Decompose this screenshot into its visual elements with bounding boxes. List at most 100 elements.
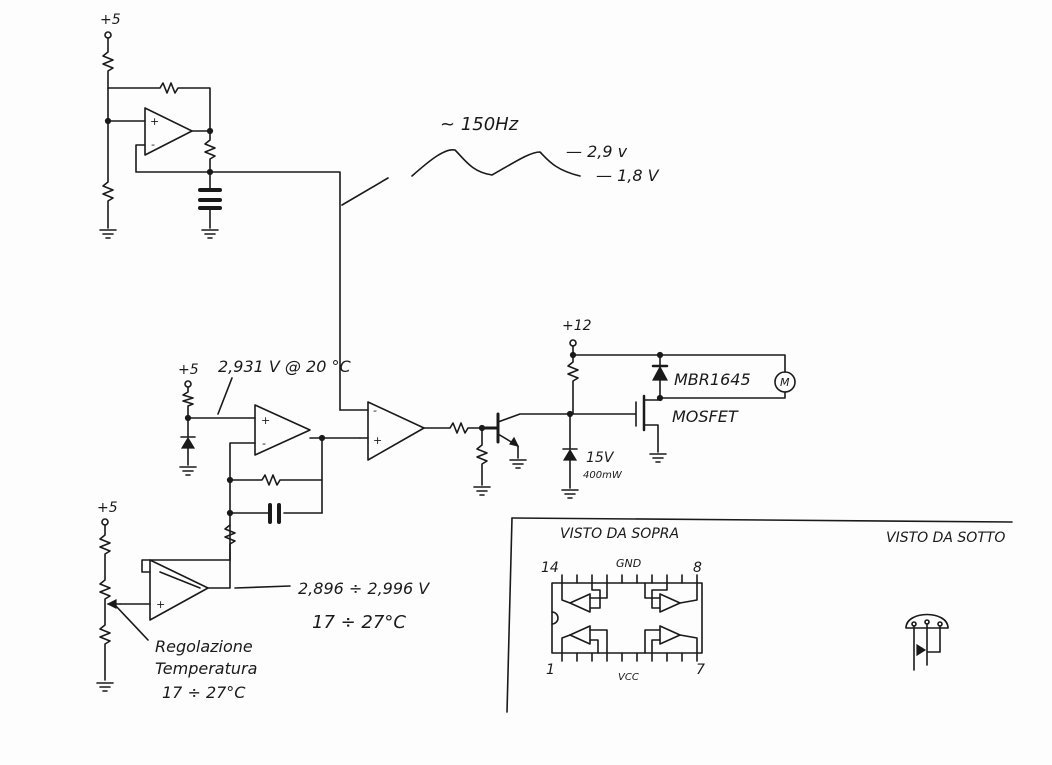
diode-part-label: MBR1645 xyxy=(674,370,751,389)
pinout-divider-left xyxy=(506,517,513,713)
triangle-wave xyxy=(411,149,581,177)
visto-sotto-label: VISTO DA SOTTO xyxy=(886,530,1005,546)
pulldown-resistor xyxy=(476,427,488,486)
resistor-top xyxy=(102,37,114,89)
zener-gate xyxy=(562,448,578,461)
resistor-ref xyxy=(182,386,194,419)
feedback-resistor xyxy=(229,474,323,486)
ground-symbol-7 xyxy=(561,489,579,499)
oscillator-output-wire xyxy=(209,171,341,411)
range-pointer xyxy=(234,585,291,589)
range-temp-label: 17 ÷ 27°C xyxy=(312,612,406,633)
transistor-emitter xyxy=(497,433,519,459)
waveform-annotation: ~ 150Hz — 2,9 v — 1,8 V xyxy=(341,114,660,206)
minus-feedback-wire xyxy=(135,144,211,173)
ground-symbol-8 xyxy=(649,453,667,463)
to92-package xyxy=(905,613,949,629)
ic-bottom-pins xyxy=(561,652,698,662)
transistor-base xyxy=(480,412,500,444)
zener-voltage-label: 15V xyxy=(586,450,615,466)
resistor-input xyxy=(224,524,236,561)
ic-wiring-2 xyxy=(644,582,698,609)
opamp1-plus: + xyxy=(150,115,159,128)
ic-wiring-3 xyxy=(561,629,608,654)
ground-symbol-6 xyxy=(509,459,527,469)
reg-pointer xyxy=(114,604,149,641)
voltage-low-label: — 1,8 V xyxy=(596,166,660,185)
opamp-buffer xyxy=(149,559,209,621)
mosfet-label: MOSFET xyxy=(672,407,739,426)
pot-wiper-arrow xyxy=(106,599,117,609)
frequency-label: ~ 150Hz xyxy=(440,114,519,135)
opamp2-minus: - xyxy=(262,437,266,450)
pin1-label: 1 xyxy=(546,662,555,678)
wire-12-to-motor xyxy=(572,354,786,373)
pin7-label: 7 xyxy=(696,662,705,678)
opamp-pwm xyxy=(367,401,425,461)
buffer-feedback xyxy=(141,559,231,589)
emitter-arrow xyxy=(509,436,520,447)
opamp3-plus: + xyxy=(156,598,165,611)
potentiometer xyxy=(99,524,111,681)
supply-plus12-label: +12 xyxy=(562,318,592,334)
opamp-oscillator xyxy=(144,107,193,156)
ic-notch xyxy=(551,611,559,625)
ground-symbol-3 xyxy=(179,466,197,476)
feedback-resistor-top xyxy=(107,82,211,131)
zener-ref xyxy=(180,436,196,449)
ic-opamp-4 xyxy=(659,625,681,645)
buffer-inner-line xyxy=(159,571,201,589)
ic-opamp-1 xyxy=(569,593,591,613)
mosfet-gate xyxy=(569,401,637,427)
opamp1-minus: - xyxy=(151,138,155,151)
gate-pullup-resistor xyxy=(567,354,579,415)
supply-plus5-mid-label: +5 xyxy=(178,362,199,378)
ic-wiring-4 xyxy=(644,629,698,654)
supply-terminal-top xyxy=(104,31,112,39)
resistor-rc xyxy=(204,130,216,173)
opamp4-minus: - xyxy=(373,404,377,417)
reference-voltage-label: 2,931 V @ 20 °C xyxy=(218,357,351,376)
transistor-collector xyxy=(497,413,571,423)
zener-power-label: 400mW xyxy=(583,470,623,481)
ic-wiring-1 xyxy=(561,582,608,609)
ic-opamp-2 xyxy=(659,593,681,613)
voltage-high-label: — 2,9 v xyxy=(566,142,628,161)
temperature-section: +5 + 2,896 ÷ 2,996 V 17 ÷ 27°C Regolazio… xyxy=(96,500,430,702)
supply-plus5-low-label: +5 xyxy=(97,500,118,516)
supply-plus5-top-label: +5 xyxy=(100,12,121,28)
ic-package xyxy=(551,582,703,654)
opamp-comparator xyxy=(254,404,311,456)
ground-symbol-5 xyxy=(473,486,491,496)
to92-leads xyxy=(913,623,941,671)
oscillator-section: +5 + - xyxy=(99,12,341,411)
ic-top-pins xyxy=(561,574,698,584)
mosfet-leads xyxy=(643,397,659,453)
motor-label: M xyxy=(780,376,790,389)
pin14-label: 14 xyxy=(541,560,559,576)
supply-terminal-mid xyxy=(184,380,192,388)
opamp2-plus: + xyxy=(261,414,270,427)
pinout-divider-top xyxy=(511,517,1013,523)
feedback-capacitor xyxy=(268,503,281,524)
opamp4-plus: + xyxy=(373,434,382,447)
ref-pointer xyxy=(217,377,233,415)
ic-opamp-3 xyxy=(569,625,591,645)
visto-sopra-label: VISTO DA SOPRA xyxy=(560,526,679,542)
schottky-diode xyxy=(651,365,669,381)
supply-terminal-12 xyxy=(569,339,577,347)
ground-symbol-4 xyxy=(96,682,114,692)
pin8-label: 8 xyxy=(693,560,702,576)
ground-symbol-1 xyxy=(99,229,117,239)
driver-section: - + +12 15V 400mW M MBR1645 xyxy=(339,318,796,499)
gnd-label: GND xyxy=(616,557,641,570)
to92-arrow xyxy=(916,643,927,657)
wire-motor-to-drain xyxy=(657,391,786,399)
opamp2-minus-wire xyxy=(229,442,256,561)
vcc-label: VCC xyxy=(618,672,639,683)
resistor-bottom xyxy=(102,87,114,229)
waveform-pointer xyxy=(341,177,389,206)
pinout-section: VISTO DA SOPRA VISTO DA SOTTO 14 GND 8 1… xyxy=(506,517,1013,713)
